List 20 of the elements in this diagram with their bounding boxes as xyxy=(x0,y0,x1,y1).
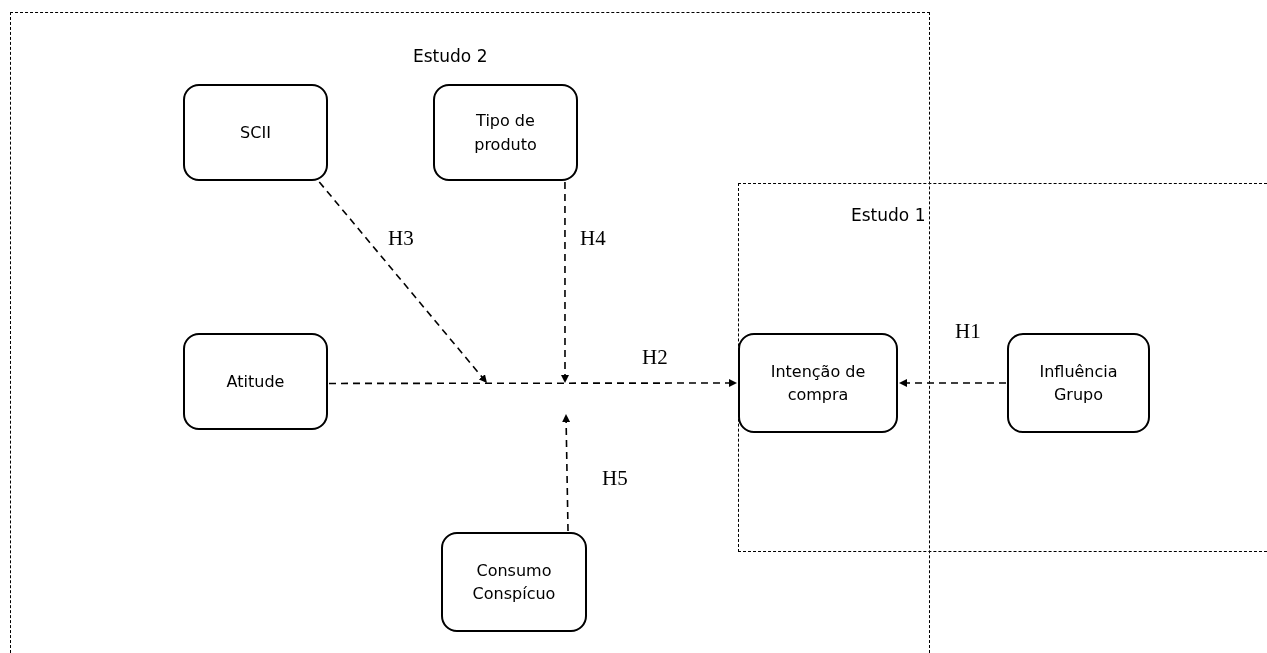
dashed-arrow xyxy=(561,181,569,384)
rounded-box xyxy=(433,84,578,181)
box-text: Atitude xyxy=(226,370,285,393)
box-text: Tipo de produto xyxy=(473,110,538,156)
box-text: Influência Grupo xyxy=(1038,360,1119,406)
rounded-box xyxy=(183,333,328,430)
region-title: Estudo 2 xyxy=(413,46,488,66)
rounded-box xyxy=(738,333,898,433)
rounded-box xyxy=(441,532,587,632)
dashed-region xyxy=(10,12,930,653)
rounded-box xyxy=(1007,333,1150,433)
dashed-arrow xyxy=(318,181,488,384)
box-text: Consumo Conspícuo xyxy=(471,559,557,605)
region-title: Estudo 1 xyxy=(851,205,926,225)
dashed-arrow xyxy=(898,379,1007,387)
dashed-arrow xyxy=(328,379,738,387)
rounded-box xyxy=(183,84,328,181)
box-text: SCII xyxy=(240,121,271,144)
box-text: Intenção de compra xyxy=(769,360,867,406)
dashed-arrow xyxy=(562,413,571,532)
